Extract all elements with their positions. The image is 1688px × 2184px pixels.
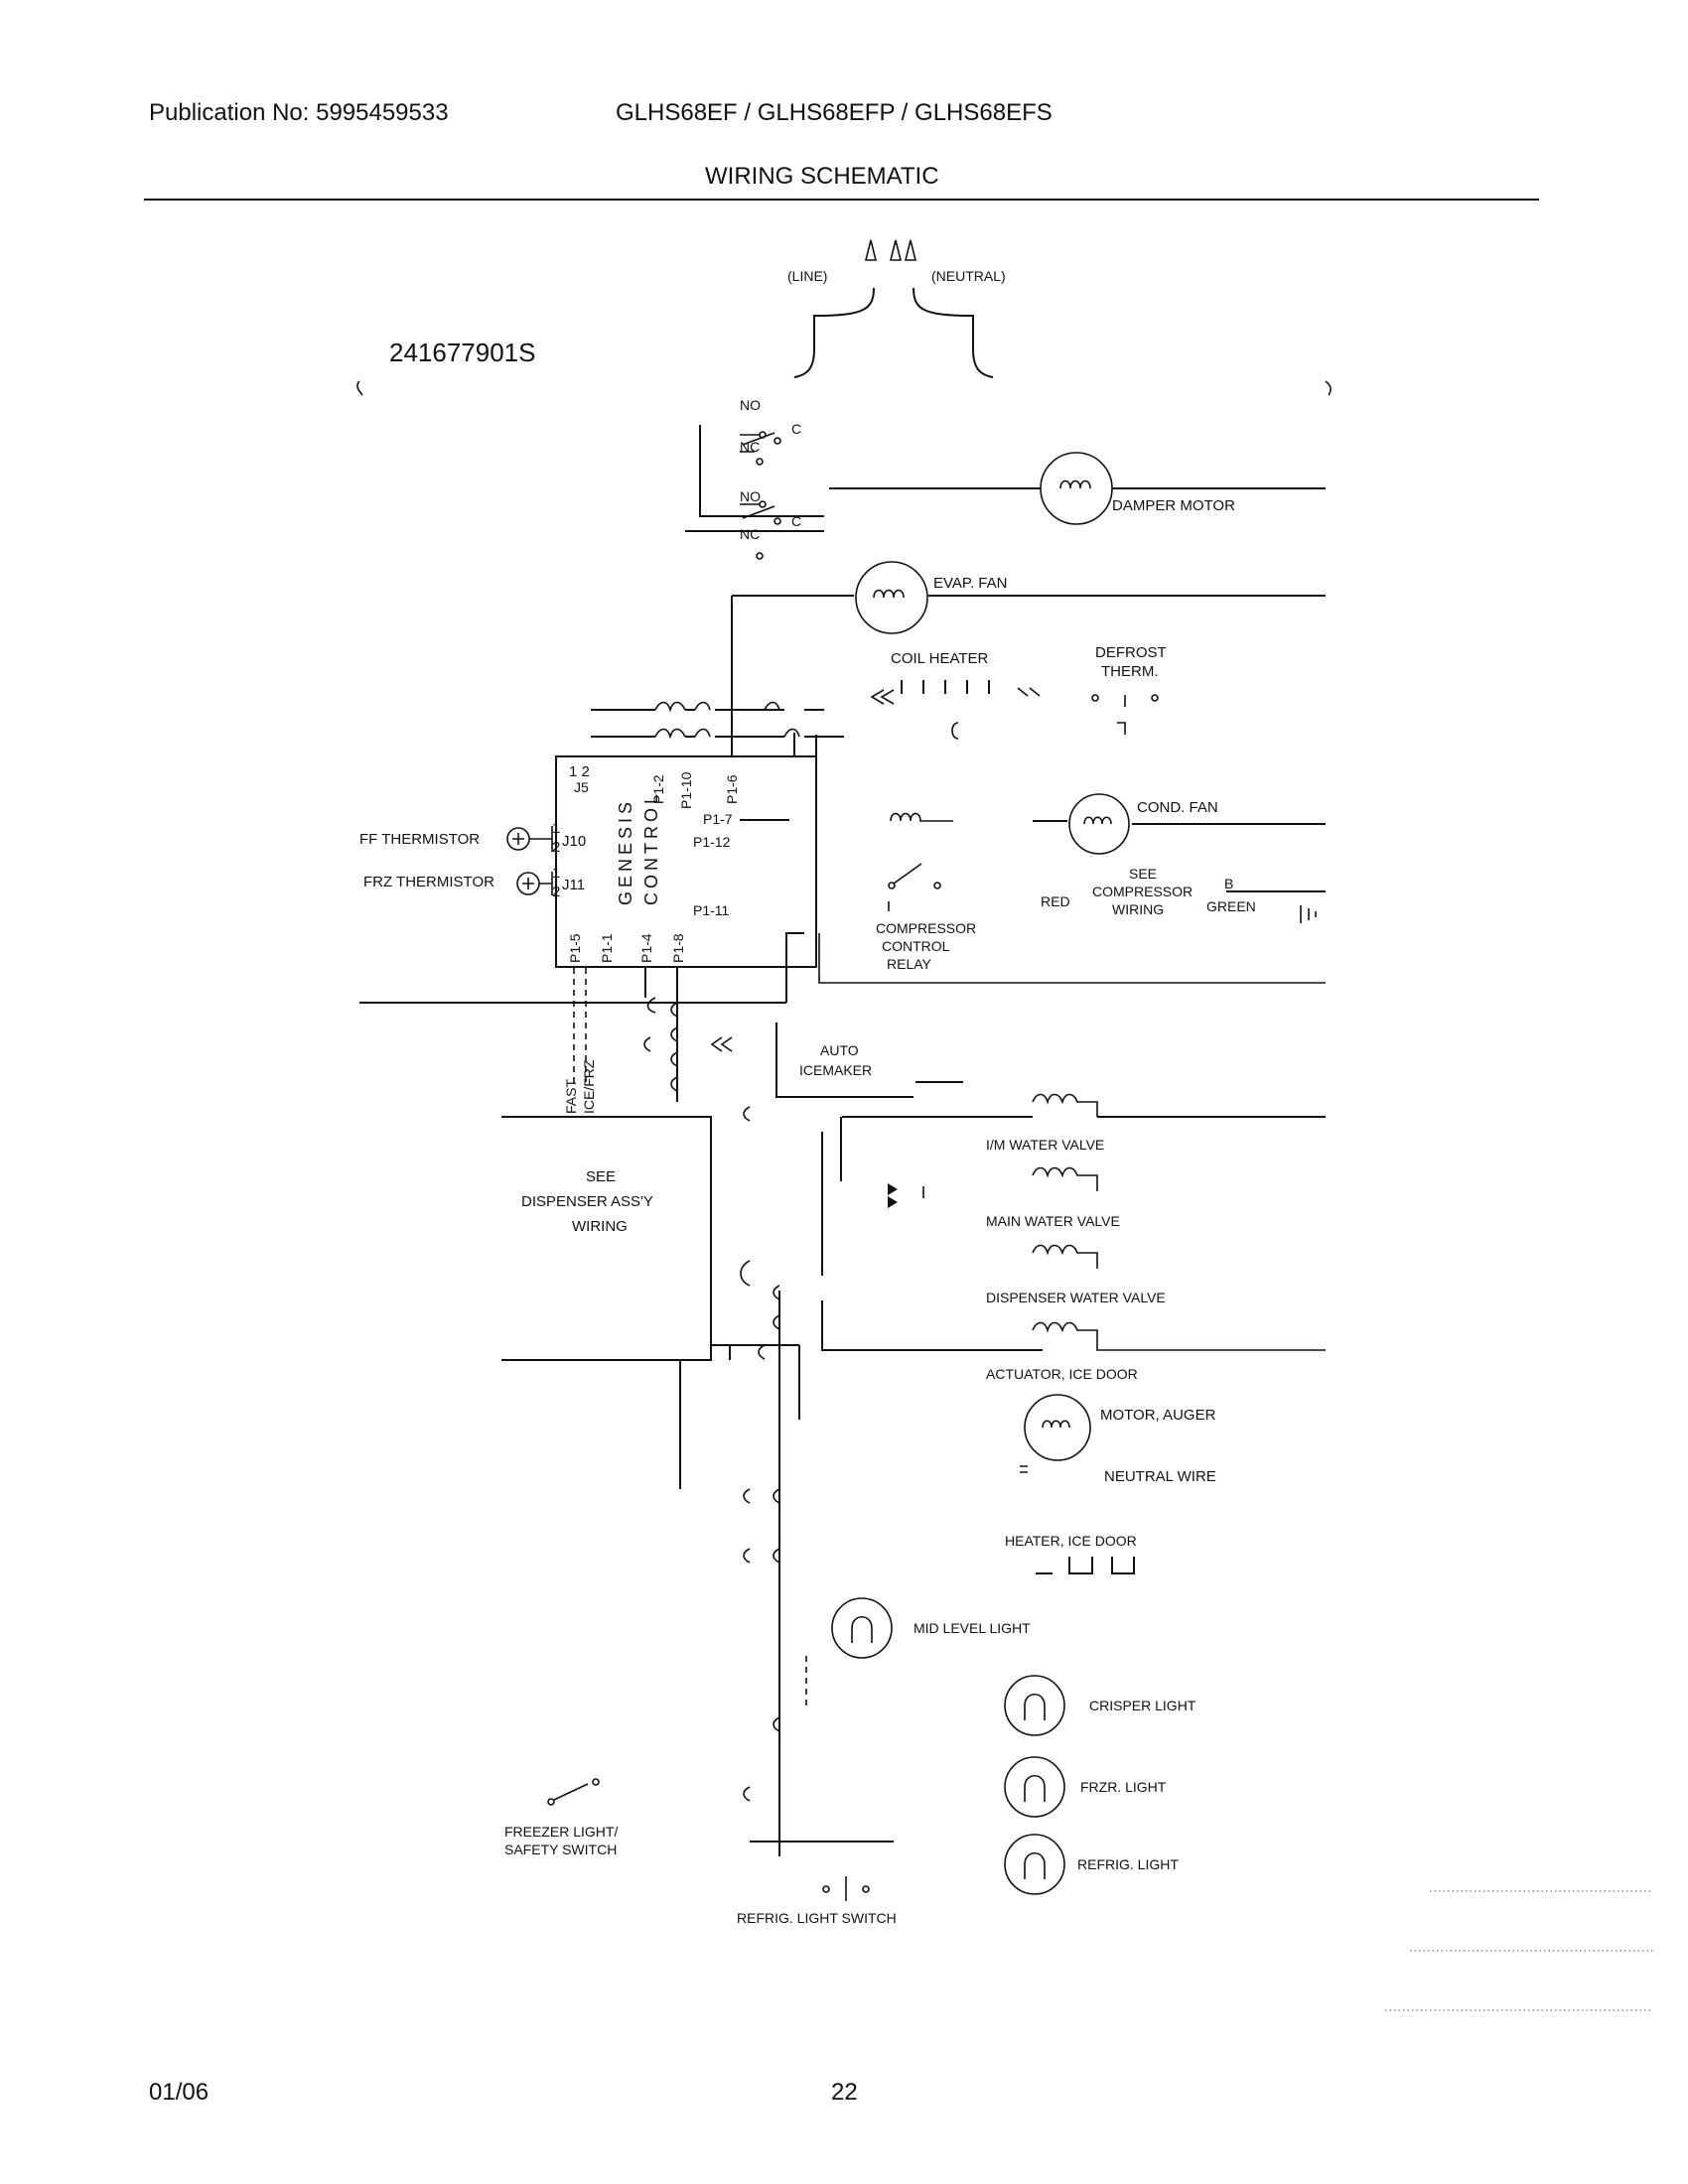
j10-pin1: 1 — [552, 820, 560, 837]
dispenser-wiring-label: WIRING — [572, 1218, 628, 1235]
p1-7-label: P1-7 — [703, 811, 733, 827]
b-label: B — [1224, 876, 1233, 891]
motor-auger-label: MOTOR, AUGER — [1100, 1407, 1216, 1424]
ff-thermistor-label: FF THERMISTOR — [359, 831, 480, 848]
cond-fan-label: COND. FAN — [1137, 799, 1218, 816]
defrost-therm-label-1: DEFROST — [1095, 644, 1167, 661]
im-water-valve-label: I/M WATER VALVE — [986, 1137, 1104, 1153]
compressor-relay-icon — [818, 863, 1326, 984]
compressor-wiring-label: WIRING — [1112, 901, 1164, 917]
compressor-relay-label-2: CONTROL — [882, 938, 950, 954]
compressor-relay-label-3: RELAY — [887, 956, 932, 972]
neutral-label: (NEUTRAL) — [931, 268, 1006, 284]
line-label: (LINE) — [787, 268, 827, 284]
j5-pins-label: 1 2 — [569, 763, 590, 780]
j11-pin1: 1 — [552, 865, 560, 882]
control-output-wires — [359, 932, 804, 1361]
no2-label: NO — [740, 488, 761, 504]
coil-heater-icon — [870, 680, 1041, 740]
motor-auger-icon — [1020, 1394, 1091, 1473]
coil-heater-label: COIL HEATER — [891, 650, 989, 667]
freezer-switch-icon — [547, 1778, 600, 1806]
crisper-light-label: CRISPER LIGHT — [1089, 1698, 1196, 1713]
refrig-light-switch-label: REFRIG. LIGHT SWITCH — [737, 1910, 897, 1926]
c2-label: C — [791, 513, 801, 529]
page-number: 22 — [831, 2079, 858, 2106]
refrig-light-switch-icon — [750, 1841, 894, 1901]
dispenser-see-label: SEE — [586, 1168, 616, 1185]
frzr-light-label: FRZR. LIGHT — [1080, 1779, 1167, 1795]
part-number: 241677901S — [389, 338, 535, 367]
model-numbers: GLHS68EF / GLHS68EFP / GLHS68EFS — [616, 99, 1053, 126]
damper-motor-label: DAMPER MOTOR — [1112, 497, 1235, 514]
freezer-switch-label-1: FREEZER LIGHT/ — [504, 1824, 618, 1840]
auto-label: AUTO — [820, 1042, 859, 1058]
ice-frz-label: ICE/FRZ — [581, 1059, 597, 1114]
power-plug-icon — [356, 239, 1332, 396]
dispenser-water-valve-label: DISPENSER WATER VALVE — [986, 1290, 1166, 1305]
nc2-label: NC — [740, 526, 760, 542]
mid-level-light-label: MID LEVEL LIGHT — [914, 1620, 1031, 1636]
heater-ice-door-label: HEATER, ICE DOOR — [1005, 1533, 1137, 1549]
icemaker-label: ICEMAKER — [799, 1062, 872, 1078]
p1-8-label: P1-8 — [670, 933, 686, 963]
refrig-light-label: REFRIG. LIGHT — [1077, 1856, 1179, 1872]
main-water-valve-label: MAIN WATER VALVE — [986, 1213, 1120, 1229]
blank-lines — [1385, 1890, 1653, 2011]
damper-motor-icon — [829, 452, 1326, 525]
green-label: GREEN — [1206, 898, 1256, 914]
j5-label: J5 — [574, 779, 589, 795]
header-rule — [144, 199, 1539, 201]
genesis-label: GENESIS — [616, 798, 635, 905]
cond-fan-icon — [890, 793, 1326, 855]
publication-number: Publication No: 5995459533 — [149, 99, 449, 126]
defrost-therm-icon — [1091, 694, 1159, 735]
p1-6-label: P1-6 — [724, 774, 740, 804]
light-bulb-icons — [831, 1597, 1065, 1895]
damper-switch-icon — [685, 425, 824, 560]
j10-label: J10 — [562, 833, 586, 850]
p1-12-label: P1-12 — [693, 834, 731, 850]
p1-4-label: P1-4 — [638, 933, 654, 963]
compressor-relay-label-1: COMPRESSOR — [876, 920, 976, 936]
compressor-label: COMPRESSOR — [1092, 884, 1193, 899]
frz-thermistor-label: FRZ THERMISTOR — [363, 874, 494, 890]
heater-ice-door-icon — [1036, 1557, 1135, 1574]
no1-label: NO — [740, 397, 761, 413]
freezer-switch-label-2: SAFETY SWITCH — [504, 1842, 617, 1857]
dispenser-assy-label: DISPENSER ASS'Y — [521, 1193, 653, 1210]
p1-10-label: P1-10 — [678, 771, 694, 809]
defrost-therm-label-2: THERM. — [1101, 663, 1159, 680]
footer-date: 01/06 — [149, 2079, 210, 2106]
fast-label: FAST — [563, 1079, 579, 1114]
j11-pin2: 2 — [552, 884, 560, 900]
water-valves-icon — [821, 1093, 1326, 1351]
p1-5-label: P1-5 — [567, 933, 583, 963]
p1-1-label: P1-1 — [599, 933, 615, 963]
dispenser-link-wires — [679, 1260, 807, 1856]
p1-11-label: P1-11 — [693, 902, 730, 918]
j11-label: J11 — [562, 877, 585, 893]
icemaker-icon — [743, 1023, 963, 1122]
red-label: RED — [1041, 893, 1070, 909]
thermistor-icon — [506, 826, 553, 895]
nc1-label: NC — [740, 439, 760, 455]
evap-fan-icon — [731, 561, 1326, 740]
p1-2-label: P1-2 — [650, 774, 666, 804]
genesis-control-box — [555, 755, 817, 968]
evap-fan-label: EVAP. FAN — [933, 575, 1007, 592]
c1-label: C — [791, 421, 801, 437]
control-label: CONTROL — [641, 790, 661, 905]
see-label: SEE — [1129, 866, 1157, 882]
neutral-wire-label: NEUTRAL WIRE — [1104, 1468, 1216, 1485]
j10-pin2: 2 — [552, 839, 560, 856]
actuator-ice-door-label: ACTUATOR, ICE DOOR — [986, 1366, 1138, 1382]
page-title: WIRING SCHEMATIC — [705, 163, 939, 190]
